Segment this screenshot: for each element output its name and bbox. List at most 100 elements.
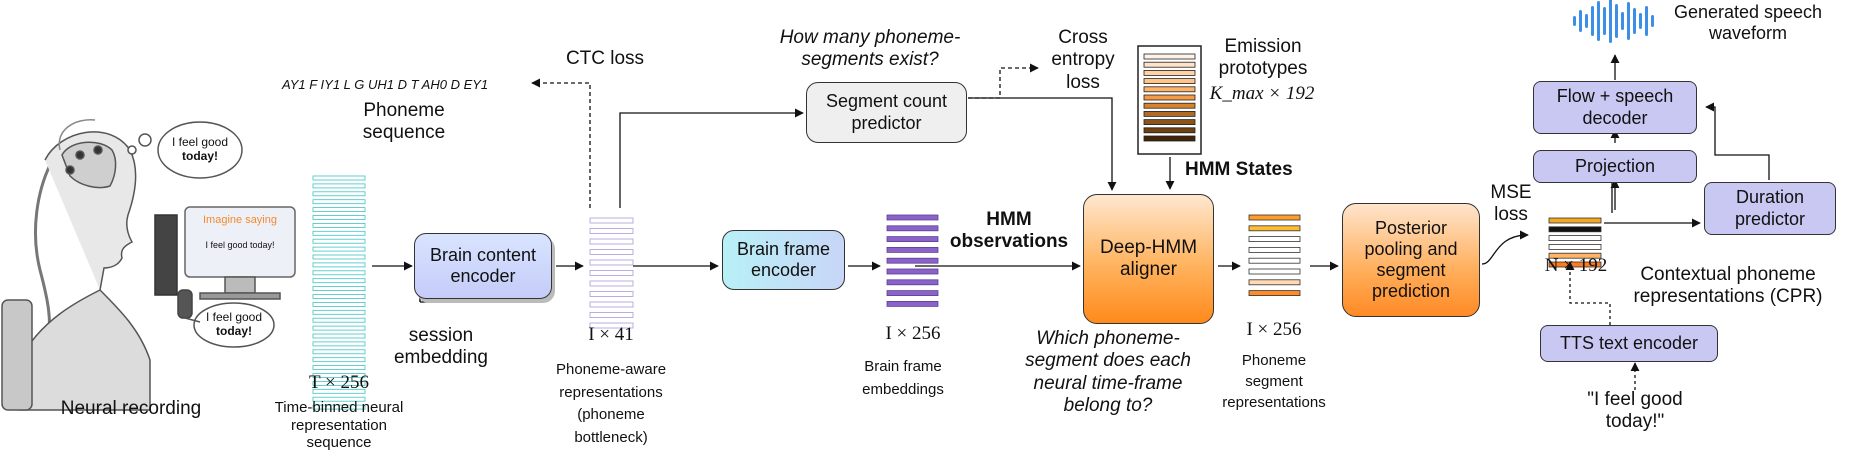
- frame-bar: [886, 279, 939, 286]
- emission-bar: [1143, 127, 1196, 134]
- input-bar: [312, 199, 366, 205]
- emission-bar: [1143, 86, 1196, 93]
- cpr-bar: [1548, 252, 1602, 259]
- phoneme-aware-dim: I × 41: [588, 324, 634, 345]
- input-bar: [312, 325, 366, 331]
- bottleneck-bar: [589, 322, 634, 329]
- emission-bar: [1143, 102, 1196, 109]
- input-bar: [312, 404, 366, 410]
- cpr-bars: [1548, 217, 1602, 268]
- brain-frame-embedding-bars: [886, 214, 939, 307]
- frame-bar: [886, 257, 939, 264]
- waveform-bar: [1585, 14, 1588, 28]
- projection-box[interactable]: Projection: [1533, 150, 1697, 183]
- input-bar: [312, 380, 366, 386]
- emission-bar: [1143, 119, 1196, 125]
- frame-bar: [886, 300, 939, 307]
- hmm-states-label: HMM States: [1185, 159, 1293, 180]
- bottleneck-bar: [589, 312, 634, 318]
- frame-bar: [886, 290, 939, 297]
- input-bar: [312, 349, 366, 355]
- bottleneck-bar: [589, 217, 634, 224]
- bottleneck-bar: [589, 228, 634, 234]
- bottleneck-bar: [589, 291, 634, 297]
- waveform-bar: [1597, 1, 1600, 41]
- input-bar: [312, 278, 366, 284]
- waveform-bar: [1579, 10, 1582, 32]
- screen-prompt: Imagine saying: [203, 214, 277, 226]
- segment-bar: [1248, 225, 1301, 232]
- emission-bar: [1143, 70, 1196, 76]
- input-bar: [312, 222, 366, 228]
- input-bar: [312, 301, 366, 307]
- waveform-bar: [1615, 4, 1618, 38]
- cpr-bar: [1548, 217, 1602, 224]
- segment-bar: [1248, 279, 1301, 286]
- cpr-dim: N × 192: [1544, 255, 1608, 276]
- segment-bar: [1248, 236, 1301, 243]
- input-bar: [312, 207, 366, 213]
- input-bar: [312, 175, 366, 181]
- emission-bar: [1143, 94, 1196, 101]
- waveform-bar: [1591, 6, 1594, 36]
- brain-frame-emb-dim: I × 256: [885, 323, 941, 344]
- cpr-bar: [1548, 261, 1602, 268]
- input-bar: [312, 286, 366, 292]
- screen-text: I feel good today!: [205, 240, 275, 250]
- waveform-bar: [1639, 13, 1642, 29]
- bottleneck-bar: [589, 249, 634, 255]
- input-bar: [312, 230, 366, 236]
- input-bar: [312, 333, 366, 339]
- bottleneck-bar: [589, 301, 634, 308]
- neural-recording-caption: Neural recording: [60, 398, 202, 419]
- segment-bar: [1248, 257, 1301, 264]
- cpr-bar: [1548, 235, 1602, 242]
- input-bar: [312, 254, 366, 260]
- waveform-bar: [1651, 15, 1654, 27]
- emission-prototypes-dim: K_max × 192: [1209, 83, 1315, 104]
- frame-bar: [886, 214, 939, 221]
- input-bar: [312, 183, 366, 189]
- bottleneck-bar: [589, 238, 634, 245]
- phoneme-sequence-text: AY1 F IY1 L G UH1 D T AH0 D EY1: [282, 77, 489, 92]
- input-bar: [312, 270, 366, 276]
- input-bar: [312, 215, 366, 220]
- waveform-bar: [1645, 6, 1648, 36]
- segment-count-question: How many phoneme-segments exist?: [779, 27, 961, 71]
- waveform-bar: [1627, 2, 1630, 40]
- input-bar: [312, 388, 366, 394]
- emission-bar: [1143, 61, 1196, 68]
- phoneme-aware-bars: [589, 217, 634, 329]
- waveform-graphic: [1573, 0, 1654, 43]
- emission-prototypes-stack: [1137, 45, 1202, 155]
- waveform-bar: [1633, 8, 1636, 34]
- frame-bar: [886, 225, 939, 232]
- tts-text-encoder-box[interactable]: TTS text encoder: [1540, 325, 1718, 362]
- bottleneck-bar: [589, 270, 634, 276]
- input-bar: [312, 191, 366, 197]
- input-bar: [312, 396, 366, 402]
- input-bar: [312, 317, 366, 323]
- input-bar: [312, 309, 366, 315]
